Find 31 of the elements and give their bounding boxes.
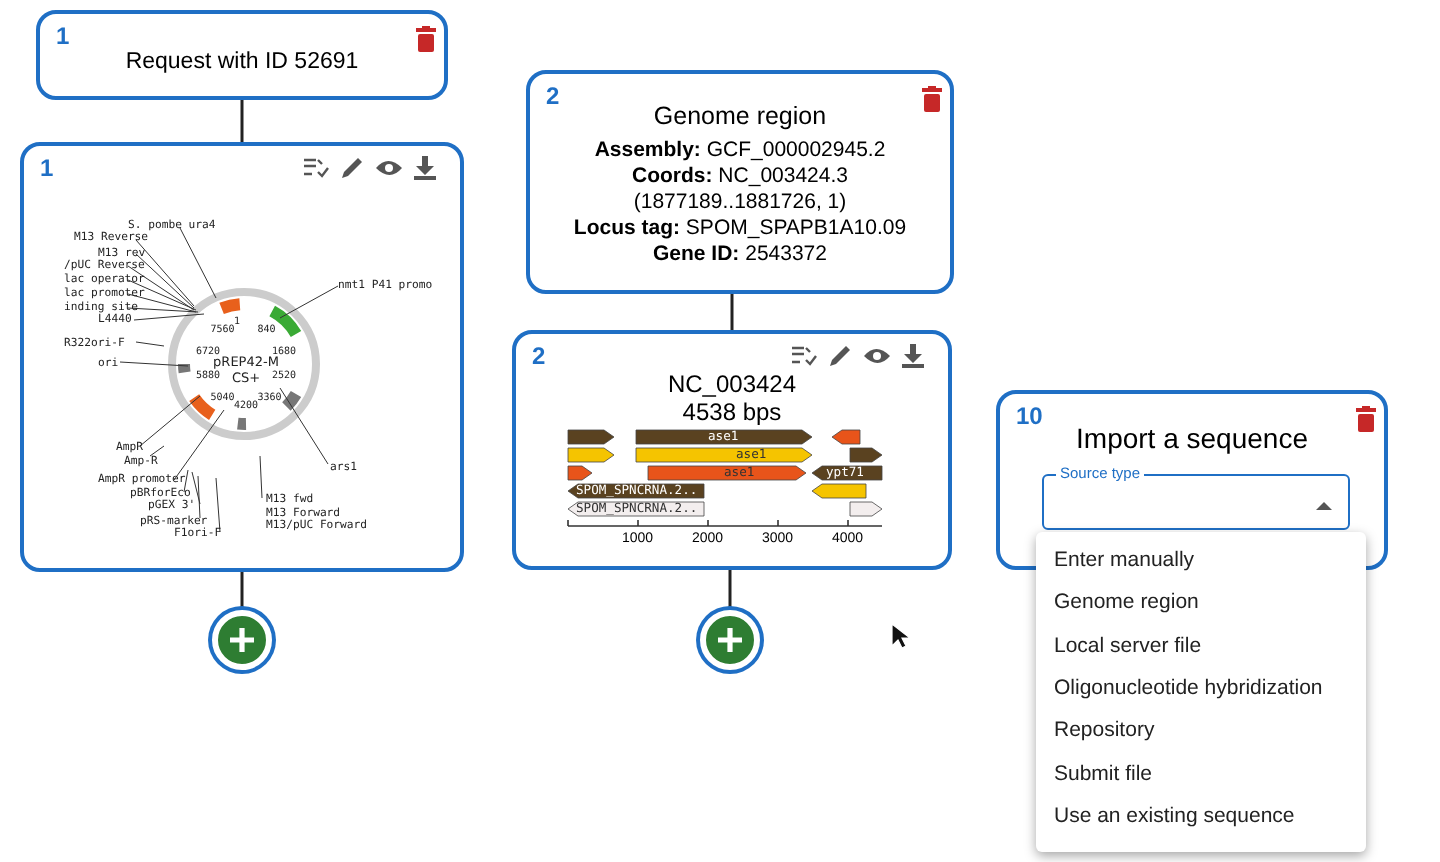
step-number: 10 [1016, 402, 1043, 430]
connector-line [730, 294, 734, 330]
sequence-length: 4538 bps [680, 398, 784, 426]
request-card [36, 10, 448, 100]
menu-option: Repository [1054, 718, 1155, 743]
menu-option: Use an existing sequence [1054, 803, 1295, 828]
connector-line [240, 572, 244, 610]
card-title: Import a sequence [1074, 422, 1310, 454]
plasmid-card [20, 142, 464, 572]
menu-option: Genome region [1054, 590, 1199, 615]
connector-line [240, 100, 244, 142]
step-number: 2 [532, 342, 546, 370]
step-number: 2 [546, 82, 560, 110]
info-line: Locus tag: SPOM_SPAPB1A10.09 [571, 216, 909, 242]
card-title: Genome region [651, 102, 829, 130]
connector-line [728, 570, 732, 610]
add-button [700, 610, 760, 670]
menu-option: Enter manually [1054, 548, 1195, 572]
step-number: 1 [56, 22, 70, 50]
info-line: Coords: NC_003424.3 (1877189..1881726, 1) [630, 164, 850, 216]
genome-region-card [526, 70, 954, 294]
add-button [212, 610, 272, 670]
info-line: Assembly: GCF_000002945.2 [592, 138, 888, 164]
request-text: Request with ID 52691 [123, 50, 361, 74]
menu-option: Oligonucleotide hybridization [1054, 675, 1323, 700]
info-line: Gene ID: 2543372 [651, 242, 829, 268]
sequence-name: NC_003424 [665, 370, 799, 398]
menu-option: Submit file [1054, 761, 1153, 785]
sequence-card [512, 330, 952, 570]
step-number: 1 [40, 154, 54, 182]
menu-option: Local server file [1054, 633, 1202, 658]
